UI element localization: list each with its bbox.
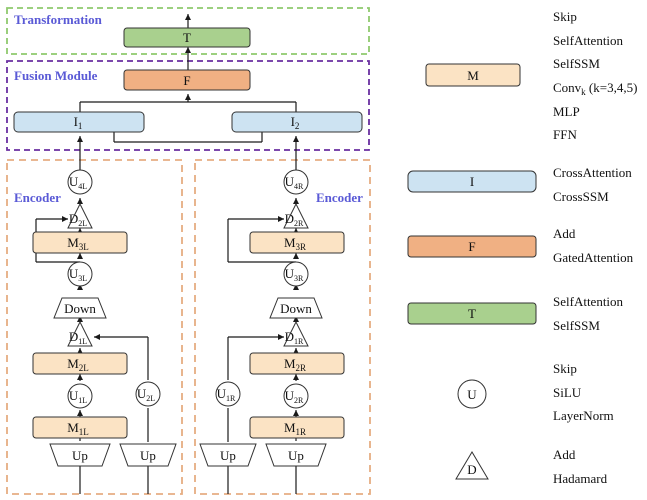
svg-text:Down: Down [280, 301, 312, 316]
node-I2: I2 [231, 111, 363, 133]
legend-M-item-0: Skip [553, 9, 577, 24]
svg-text:U2L: U2L [137, 386, 155, 403]
legend-T-item-1: SelfSSM [553, 318, 600, 333]
svg-text:I: I [470, 174, 474, 189]
legend-I-item-0: CrossAttention [553, 165, 632, 180]
node-D1L: D1L [67, 320, 93, 347]
node-UpR2: Up [265, 443, 327, 467]
node-UpL2: Up [119, 443, 177, 467]
svg-text:Up: Up [220, 448, 236, 463]
node-I1: I1 [13, 111, 145, 133]
encoder-right-title: Encoder [316, 190, 363, 205]
node-UpL1: Up [49, 443, 111, 467]
svg-text:U1L: U1L [69, 388, 87, 405]
svg-text:D1L: D1L [69, 329, 87, 346]
legend-F-item-1: GatedAttention [553, 250, 634, 265]
node-U4L: U4L [67, 169, 93, 195]
legend-F: F Add GatedAttention [407, 226, 634, 265]
encoder-right-frame [194, 159, 371, 495]
node-U3R: U3R [283, 261, 309, 287]
node-U2R: U2R [283, 383, 309, 409]
legend-D: D Add Hadamard [455, 447, 608, 486]
node-U1L: U1L [67, 383, 93, 409]
svg-text:M1R: M1R [284, 420, 306, 437]
node-D2R: D2R [283, 202, 309, 229]
encoder-left-frame [6, 159, 183, 495]
svg-text:Down: Down [64, 301, 96, 316]
node-M3L: M3L [32, 231, 128, 254]
node-U2L: U2L [135, 381, 161, 407]
node-DownL: Down [53, 297, 107, 319]
legend-M-item-5: FFN [553, 127, 577, 142]
node-U3L: U3L [67, 261, 93, 287]
svg-text:D1R: D1R [285, 329, 304, 346]
svg-text:U: U [467, 387, 477, 402]
legend-U: U Skip SiLU LayerNorm [457, 361, 614, 423]
svg-text:I1: I1 [74, 114, 83, 131]
node-D1R: D1R [283, 320, 309, 347]
svg-text:F: F [468, 239, 475, 254]
node-M3R: M3R [249, 231, 345, 254]
legend-I-item-1: CrossSSM [553, 189, 609, 204]
legend-M-item-3: Convk (k=3,4,5) [553, 80, 637, 97]
svg-text:Up: Up [72, 448, 88, 463]
svg-text:U3L: U3L [69, 266, 87, 283]
legend-M: M Skip SelfAttention SelfSSM Convk (k=3,… [425, 9, 637, 142]
transformation-frame [6, 7, 370, 55]
svg-text:M3L: M3L [67, 235, 89, 252]
node-M1R: M1R [249, 416, 345, 439]
connections [35, 14, 299, 494]
node-F-label: F [183, 73, 190, 88]
svg-text:U2R: U2R [285, 388, 304, 405]
node-U1R: U1R [215, 381, 241, 407]
svg-text:U4L: U4L [69, 174, 87, 191]
node-UpR1: Up [199, 443, 257, 467]
legend: M Skip SelfAttention SelfSSM Convk (k=3,… [407, 9, 637, 486]
legend-T: T SelfAttention SelfSSM [407, 294, 624, 333]
node-M2R: M2R [249, 352, 345, 375]
legend-U-item-0: Skip [553, 361, 577, 376]
fusion-title: Fusion Module [14, 68, 98, 83]
svg-text:U1R: U1R [217, 386, 236, 403]
legend-D-item-1: Hadamard [553, 471, 608, 486]
legend-T-item-0: SelfAttention [553, 294, 624, 309]
svg-text:U4R: U4R [285, 174, 304, 191]
svg-text:Up: Up [140, 448, 156, 463]
node-M2L: M2L [32, 352, 128, 375]
svg-text:U3R: U3R [285, 266, 304, 283]
svg-text:M2L: M2L [67, 356, 89, 373]
svg-text:D: D [467, 462, 476, 477]
legend-M-item-4: MLP [553, 104, 580, 119]
svg-text:D2R: D2R [285, 211, 304, 228]
svg-text:M2R: M2R [284, 356, 306, 373]
legend-M-item-2: SelfSSM [553, 56, 600, 71]
svg-text:D2L: D2L [69, 211, 87, 228]
node-DownR: Down [269, 297, 323, 319]
legend-F-item-0: Add [553, 226, 576, 241]
svg-text:M1L: M1L [67, 420, 89, 437]
node-T-label: T [183, 30, 191, 45]
svg-text:T: T [468, 306, 476, 321]
legend-U-item-2: LayerNorm [553, 408, 614, 423]
node-U4R: U4R [283, 169, 309, 195]
legend-I: I CrossAttention CrossSSM [407, 165, 632, 204]
node-T: T [123, 27, 251, 48]
node-D2L: D2L [67, 202, 93, 229]
node-M1L: M1L [32, 416, 128, 439]
legend-D-item-0: Add [553, 447, 576, 462]
svg-text:Up: Up [288, 448, 304, 463]
svg-text:I2: I2 [291, 114, 300, 131]
legend-M-item-1: SelfAttention [553, 33, 624, 48]
transformation-title: Transformation [14, 12, 103, 27]
node-F: F [123, 69, 251, 91]
legend-U-item-1: SiLU [553, 385, 582, 400]
encoder-left-title: Encoder [14, 190, 61, 205]
svg-text:M: M [467, 68, 479, 83]
svg-text:M3R: M3R [284, 235, 306, 252]
